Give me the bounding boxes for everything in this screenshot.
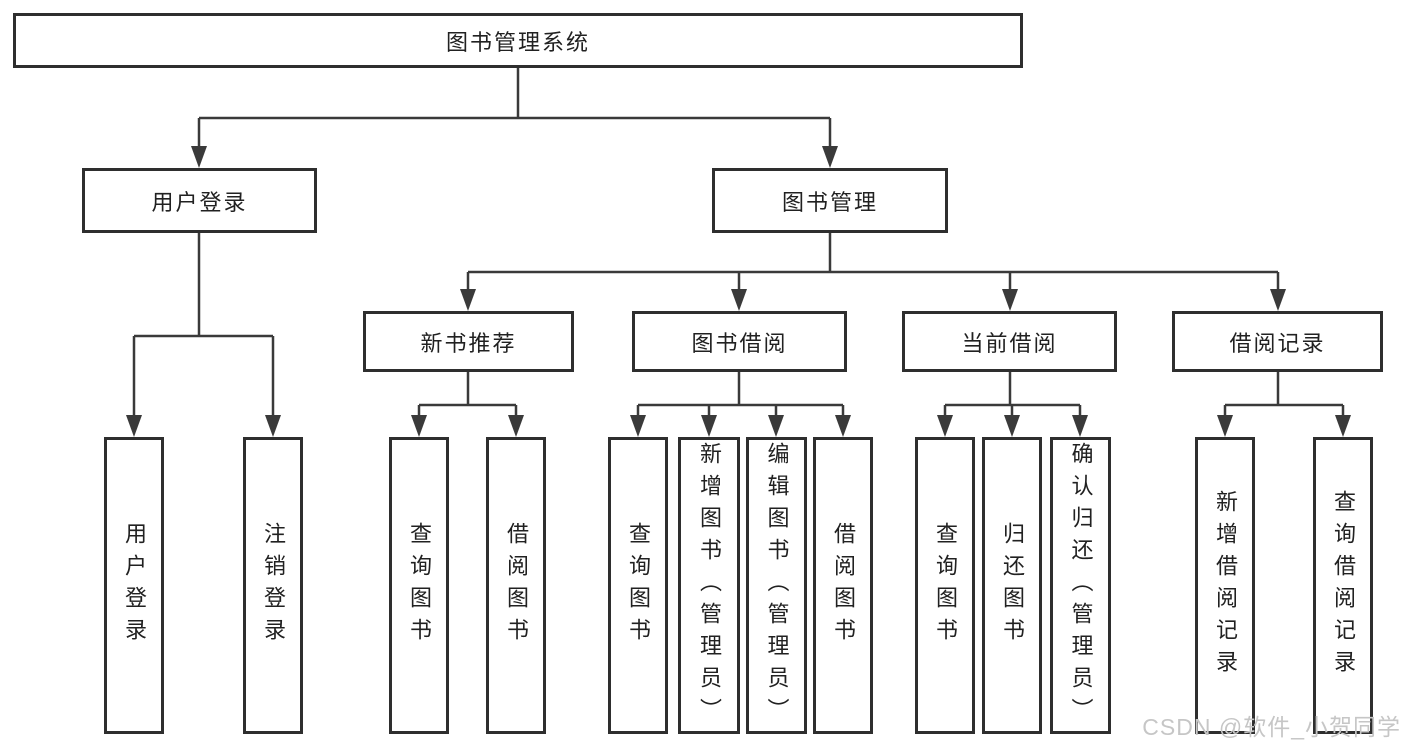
node-root-system: 图书管理系统 (13, 13, 1023, 68)
leaf-return-books-label: 归还图书 (1000, 521, 1025, 650)
leaf-query-books-current: 查询图书 (915, 437, 975, 734)
node-root-label: 图书管理系统 (445, 29, 590, 55)
leaf-confirm-return-admin-label: 确认归还（管理员） (1068, 441, 1094, 730)
node-book-borrow-label: 图书借阅 (691, 330, 788, 356)
node-current-borrow-label: 当前借阅 (961, 330, 1058, 356)
leaf-user-login-label: 用户登录 (122, 521, 147, 650)
leaf-borrow-books: 借阅图书 (813, 437, 873, 734)
node-book-management-label: 图书管理 (781, 189, 878, 215)
node-book-borrow: 图书借阅 (632, 311, 847, 372)
leaf-borrow-books-recommend: 借阅图书 (486, 437, 546, 734)
leaf-confirm-return-admin: 确认归还（管理员） (1050, 437, 1111, 734)
leaf-add-borrow-record: 新增借阅记录 (1195, 437, 1255, 734)
leaf-logout-label: 注销登录 (261, 521, 286, 650)
leaf-borrow-books-label: 借阅图书 (831, 521, 856, 650)
node-new-book-recommend: 新书推荐 (363, 311, 574, 372)
leaf-add-books-admin: 新增图书（管理员） (678, 437, 740, 734)
leaf-user-login: 用户登录 (104, 437, 164, 734)
leaf-edit-books-admin-label: 编辑图书（管理员） (764, 441, 790, 730)
leaf-add-books-admin-label: 新增图书（管理员） (697, 441, 722, 730)
leaf-query-books-recommend-label: 查询图书 (407, 521, 432, 650)
leaf-logout: 注销登录 (243, 437, 303, 734)
node-book-management: 图书管理 (712, 168, 948, 233)
leaf-borrow-books-recommend-label: 借阅图书 (504, 521, 529, 650)
node-user-login: 用户登录 (82, 168, 317, 233)
leaf-query-borrow-record-label: 查询借阅记录 (1331, 489, 1356, 682)
node-borrow-records: 借阅记录 (1172, 311, 1383, 372)
node-current-borrow: 当前借阅 (902, 311, 1117, 372)
leaf-return-books: 归还图书 (982, 437, 1042, 734)
leaf-add-borrow-record-label: 新增借阅记录 (1213, 489, 1238, 682)
leaf-query-books-current-label: 查询图书 (933, 521, 958, 650)
arrowheads (126, 146, 1351, 437)
node-borrow-records-label: 借阅记录 (1229, 330, 1326, 356)
leaf-query-books-recommend: 查询图书 (389, 437, 449, 734)
leaf-query-borrow-record: 查询借阅记录 (1313, 437, 1373, 734)
leaf-query-books-borrow-label: 查询图书 (626, 521, 651, 650)
node-user-login-label: 用户登录 (151, 189, 248, 215)
node-new-book-recommend-label: 新书推荐 (420, 330, 517, 356)
leaf-query-books-borrow: 查询图书 (608, 437, 668, 734)
leaf-edit-books-admin: 编辑图书（管理员） (746, 437, 807, 734)
